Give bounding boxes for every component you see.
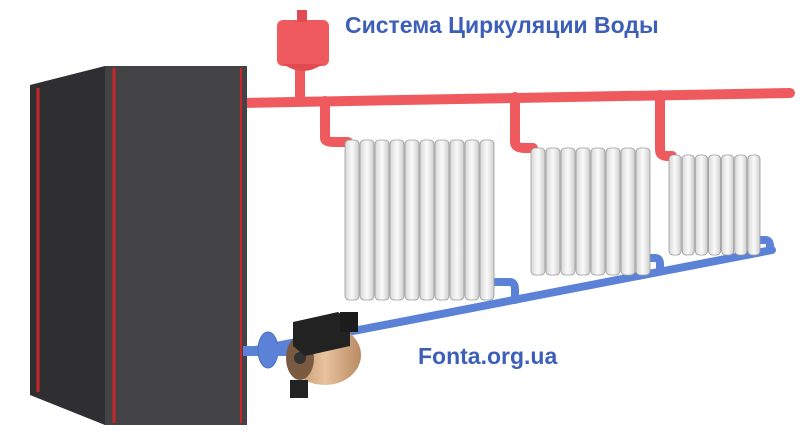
radiator-section (708, 154, 721, 256)
radiator-section (575, 147, 591, 276)
circulation-pump (243, 312, 361, 398)
radiator-section (605, 147, 621, 276)
radiator-section (389, 139, 405, 301)
radiator-section (374, 139, 390, 301)
expansion-tank (277, 10, 329, 71)
radiator-1 (344, 139, 495, 301)
website-label: Fonta.org.ua (418, 343, 558, 369)
radiator-section (721, 154, 735, 256)
radiator-section (434, 139, 450, 301)
radiator-section (560, 147, 576, 276)
radiator-section (545, 147, 561, 276)
radiator-section (590, 147, 606, 276)
radiator-section (635, 147, 651, 276)
radiator-section (620, 147, 636, 276)
boiler (30, 66, 247, 425)
radiator-section (530, 147, 546, 276)
radiator-3 (668, 154, 761, 256)
radiator-section (464, 139, 480, 301)
radiator-section (359, 139, 375, 301)
radiator-section (668, 154, 682, 256)
radiator-section (479, 139, 495, 301)
radiator-section (404, 139, 420, 301)
radiator-section (734, 154, 748, 256)
radiator-section (419, 139, 435, 301)
supply-pipe (235, 55, 795, 161)
radiator-2 (530, 147, 651, 276)
radiator-section (449, 139, 465, 301)
radiator-section (344, 139, 360, 301)
radiator-section (681, 154, 695, 256)
radiator-section (694, 154, 708, 256)
radiator-section (747, 154, 761, 256)
diagram-title: Система Циркуляции Воды (345, 12, 659, 38)
